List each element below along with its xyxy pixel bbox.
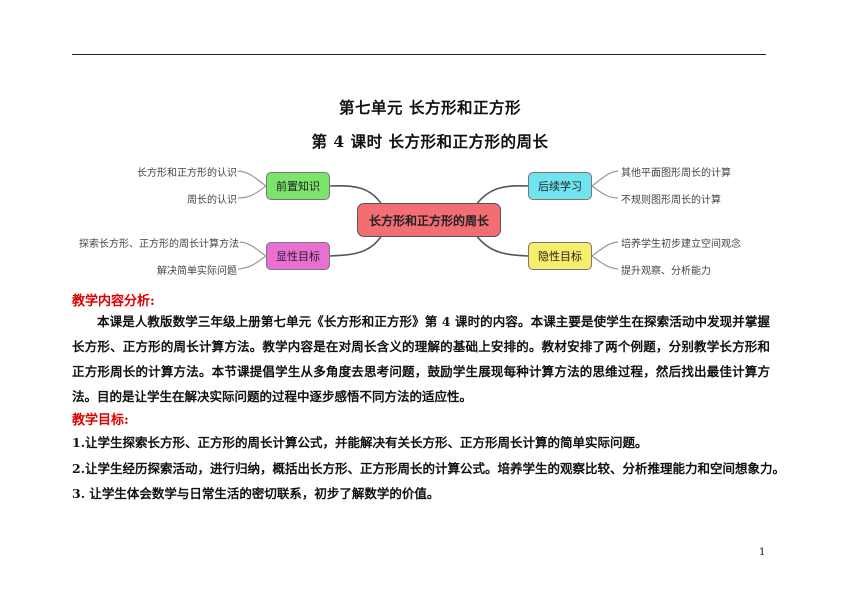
analysis-paragraph: 本课是人教版数学三年级上册第七单元《长方形和正方形》第 4 课时的内容。本课主要… bbox=[72, 314, 770, 404]
connector-center-follow bbox=[475, 184, 529, 206]
goals-heading: 教学目标: bbox=[72, 413, 129, 428]
connector-center-explicit bbox=[329, 234, 383, 257]
analysis-heading: 教学内容分析: bbox=[72, 294, 155, 309]
header-rule bbox=[72, 54, 766, 55]
mind-map-connectors bbox=[237, 170, 619, 270]
mindmap-leaf-follow-1: 其他平面图形周长的计算 bbox=[621, 168, 731, 179]
mindmap-leaf-follow-2: 不规则图形周长的计算 bbox=[621, 195, 721, 206]
goal-item-2: 2.让学生经历探索活动，进行归纳，概括出长方形、正方形周长的计算公式。培养学生的… bbox=[72, 461, 786, 476]
mindmap-leaf-implicit-1: 培养学生初步建立空间观念 bbox=[621, 239, 741, 250]
mindmap-center-node: 长方形和正方形的周长 bbox=[357, 203, 501, 237]
connector-follow-item1 bbox=[591, 170, 619, 187]
connector-pre-item1 bbox=[237, 170, 267, 187]
mindmap-explicit-goals-node: 显性目标 bbox=[266, 242, 330, 270]
mind-map: 长方形和正方形的周长 前置知识 显性目标 后续学习 隐性目标 长方形和正方形的认… bbox=[0, 158, 860, 278]
unit-title: 第七单元 长方形和正方形 bbox=[339, 98, 521, 117]
goal-item-1: 1.让学生探索长方形、正方形的周长计算公式，并能解决有关长方形、正方形周长计算的… bbox=[72, 435, 648, 450]
connector-implicit-item1 bbox=[591, 241, 619, 257]
connector-explicit-item1 bbox=[239, 241, 267, 257]
connector-center-implicit bbox=[475, 234, 529, 257]
mindmap-prior-knowledge-node: 前置知识 bbox=[266, 172, 330, 200]
connector-implicit-item2 bbox=[591, 255, 619, 270]
mindmap-leaf-implicit-2: 提升观察、分析能力 bbox=[621, 266, 711, 277]
mindmap-leaf-prior-1: 长方形和正方形的认识 bbox=[137, 168, 237, 179]
mindmap-implicit-goals-node: 隐性目标 bbox=[528, 242, 592, 270]
lesson-title: 第 4 课时 长方形和正方形的周长 bbox=[311, 132, 549, 151]
connector-center-pre bbox=[329, 184, 383, 206]
goal-item-3: 3. 让学生体会数学与日常生活的密切联系，初步了解数学的价值。 bbox=[72, 486, 440, 501]
mindmap-leaf-explicit-2: 解决简单实际问题 bbox=[157, 266, 237, 277]
connector-explicit-item2 bbox=[237, 255, 267, 270]
mindmap-follow-up-node: 后续学习 bbox=[528, 172, 592, 200]
connector-pre-item2 bbox=[237, 185, 267, 199]
mindmap-leaf-prior-2: 周长的认识 bbox=[187, 195, 237, 206]
mindmap-leaf-explicit-1: 探索长方形、正方形的周长计算方法 bbox=[79, 239, 239, 250]
connector-follow-item2 bbox=[591, 185, 619, 199]
page-number: 1 bbox=[759, 547, 766, 558]
